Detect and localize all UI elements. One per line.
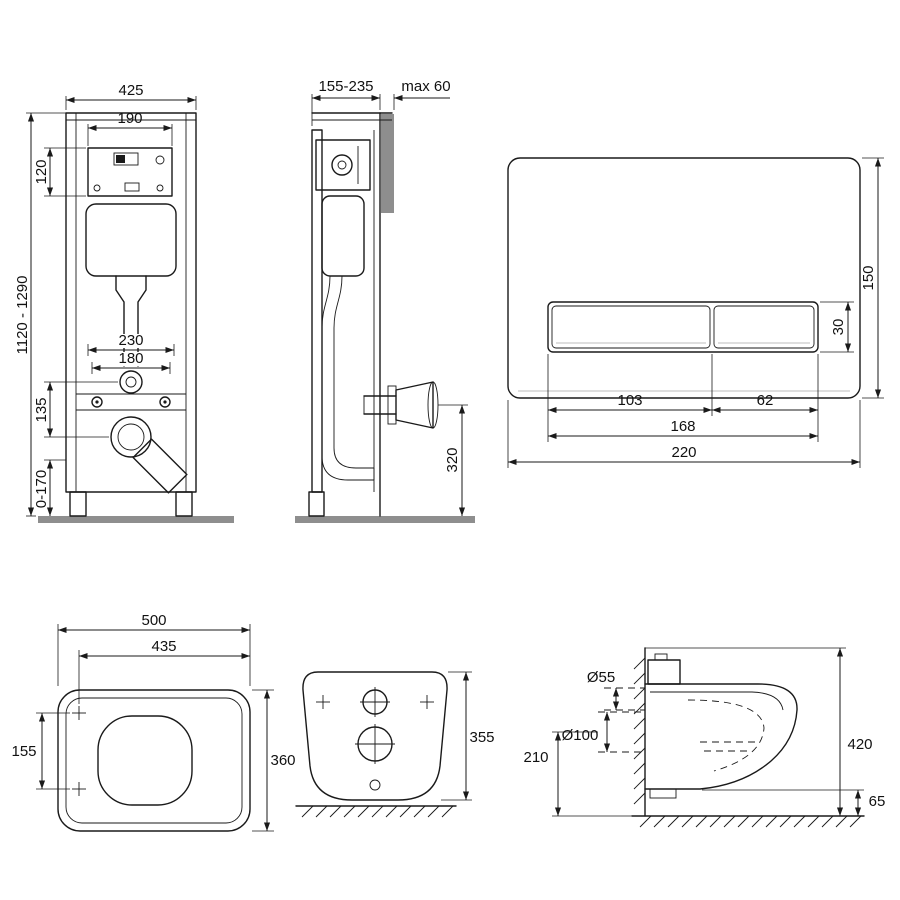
inlet-connector bbox=[647, 659, 681, 685]
dim-bowl-length-fixings-lines bbox=[78, 650, 250, 704]
dim-plate-bottom-lines bbox=[507, 354, 861, 468]
dim-inlet-to-drain: 135 bbox=[33, 397, 50, 422]
bowl-side-view: Ø55 Ø100 210 420 65 bbox=[523, 647, 886, 828]
front-rail bbox=[311, 129, 323, 493]
fixing-cross-bottom bbox=[72, 782, 86, 796]
dim-bowl-width-lines bbox=[252, 689, 274, 832]
dim-button-small-width: 62 bbox=[757, 392, 774, 409]
inspection-box-side bbox=[315, 139, 371, 191]
dim-outlet-axis-height: 210 bbox=[523, 749, 548, 766]
dim-rear-height: 355 bbox=[469, 729, 494, 746]
outlet-cone bbox=[395, 381, 434, 429]
dim-plate-height: 150 bbox=[860, 265, 877, 290]
wall-section bbox=[381, 114, 394, 213]
dim-fixing-spacing: 155 bbox=[11, 743, 36, 760]
dim-outlet-height-lines bbox=[438, 404, 468, 516]
dim-outlet-diameter: Ø100 bbox=[562, 727, 599, 744]
dim-frame-width-total: 425 bbox=[118, 82, 143, 99]
dim-fixing-spacing-lines bbox=[36, 712, 70, 790]
dim-bowl-width: 360 bbox=[270, 752, 295, 769]
dim-wall-offset-lines bbox=[393, 94, 450, 110]
dim-wall-offset-max: max 60 bbox=[401, 78, 450, 95]
button-recess bbox=[547, 301, 819, 353]
dim-bowl-length-lines bbox=[57, 624, 251, 686]
inspection-box bbox=[87, 147, 173, 197]
dim-overall-height: 420 bbox=[847, 736, 872, 753]
fixing-cross-right bbox=[420, 695, 434, 709]
flush-pipe-side bbox=[321, 275, 331, 436]
dim-frame-height-lines bbox=[26, 112, 66, 517]
button-large bbox=[551, 305, 711, 349]
dim-fixing-width-outer: 230 bbox=[118, 332, 143, 349]
bowl-rear-outline bbox=[302, 671, 448, 801]
dim-button-height-lines bbox=[820, 301, 854, 353]
frame-outline bbox=[65, 112, 197, 493]
dim-box-height: 120 bbox=[33, 159, 50, 184]
dim-leg-adjust-range: 0-170 bbox=[33, 470, 50, 508]
cistern bbox=[85, 203, 177, 277]
fixing-cross-left bbox=[316, 695, 330, 709]
dim-box-width: 190 bbox=[117, 110, 142, 127]
dim-rear-height-lines bbox=[441, 671, 472, 801]
dim-inlet-diameter: Ø55 bbox=[587, 669, 615, 686]
dim-fixing-inner-lines bbox=[91, 352, 171, 374]
right-foot bbox=[175, 491, 193, 517]
dim-bowl-length: 500 bbox=[141, 612, 166, 629]
trap bbox=[321, 436, 374, 481]
button-small bbox=[713, 305, 815, 349]
dim-plate-height-lines bbox=[862, 157, 884, 399]
bowl-opening bbox=[97, 715, 193, 806]
dim-fixing-width-inner: 180 bbox=[118, 350, 143, 367]
dim-box-width-lines bbox=[87, 124, 173, 146]
frame-front-view: 425 190 120 1120 - 1290 135 bbox=[14, 82, 234, 523]
dim-button-large-width: 103 bbox=[617, 392, 642, 409]
dim-frame-width-total-lines bbox=[65, 96, 197, 110]
dim-bottom-clearance: 65 bbox=[869, 793, 886, 810]
floor-hatch bbox=[639, 815, 862, 828]
dim-outlet-axis-height-lines bbox=[552, 731, 632, 817]
dim-depth-lines bbox=[311, 94, 381, 126]
fixing-bolt-left bbox=[91, 396, 103, 408]
bowl-outline bbox=[57, 689, 251, 832]
drain-elbow bbox=[132, 438, 188, 494]
bowl-plan-view: 500 435 155 360 bbox=[11, 612, 296, 832]
ground-hatch bbox=[301, 805, 454, 818]
dim-button-height: 30 bbox=[830, 319, 847, 336]
bowl-side-outline bbox=[644, 683, 798, 790]
frame-side-view: 155-235 max 60 320 bbox=[295, 78, 475, 523]
dim-fixing-outer-lines bbox=[87, 334, 175, 356]
floor-band bbox=[38, 516, 234, 523]
bowl-rear-view: 355 bbox=[295, 671, 495, 818]
dim-depth-range: 155-235 bbox=[318, 78, 373, 95]
fixing-bolt-right bbox=[159, 396, 171, 408]
dim-frame-height-range: 1120 - 1290 bbox=[14, 276, 31, 355]
wall-hatch bbox=[633, 657, 646, 805]
water-inlet bbox=[119, 370, 143, 394]
plate-outline bbox=[507, 157, 861, 399]
inner-bowl-dashed bbox=[687, 699, 765, 772]
floor-band bbox=[295, 516, 475, 523]
dim-length-to-fixings: 435 bbox=[151, 638, 176, 655]
foot bbox=[308, 491, 325, 517]
cistern-side bbox=[321, 195, 365, 277]
flush-plate-view: 30 150 103 62 168 220 bbox=[507, 157, 884, 468]
dim-box-height-lines bbox=[44, 147, 86, 197]
dim-plate-width: 220 bbox=[671, 444, 696, 461]
dim-outlet-height: 320 bbox=[444, 447, 461, 472]
drain-socket bbox=[110, 416, 152, 458]
dim-leg-range-lines bbox=[44, 459, 66, 516]
fixing-cross-top bbox=[72, 706, 86, 720]
left-foot bbox=[69, 491, 87, 517]
dim-buttons-total-width: 168 bbox=[670, 418, 695, 435]
dim-inlet-drain-lines bbox=[44, 381, 118, 438]
